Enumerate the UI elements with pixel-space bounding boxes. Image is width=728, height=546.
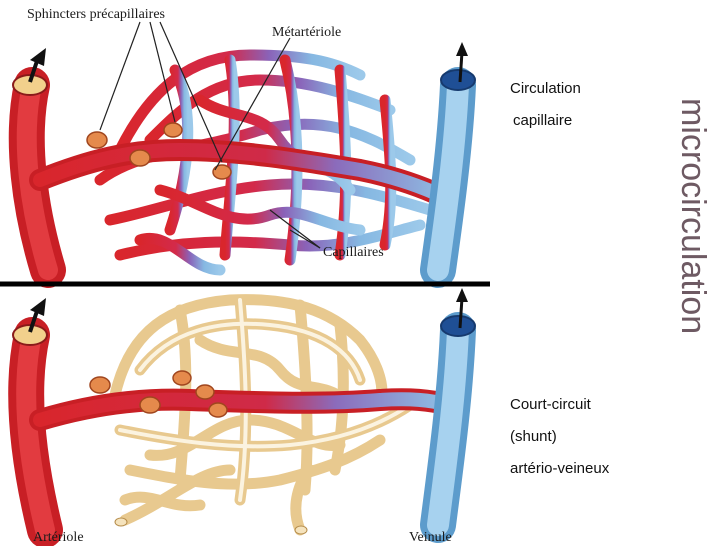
top-venule-opening <box>440 69 476 91</box>
top-panel: Sphincters précapillaires Métartériole C… <box>8 7 476 288</box>
bottom-sphincters <box>89 370 228 418</box>
bottom-venule-opening <box>440 315 476 337</box>
label-capillaires: Capillaires <box>323 245 384 260</box>
label-veinule: Veinule <box>409 530 452 545</box>
bottom-arteriole-opening <box>12 324 48 346</box>
sphincter-4 <box>212 164 232 180</box>
top-venule-arrow <box>456 42 468 83</box>
sphincter-1 <box>89 376 111 394</box>
caption-shunt-line1: Court-circuit <box>510 396 591 413</box>
bottom-arteriole-arrow <box>28 298 46 333</box>
bottom-arteriole <box>8 317 461 546</box>
bottom-panel: Artériole Veinule <box>8 288 476 546</box>
sphincter-4 <box>195 384 215 400</box>
caption-shunt-line3: artério-veineux <box>510 460 610 477</box>
vertical-title: microcirculation <box>674 98 712 335</box>
top-arteriole-arrow <box>28 48 46 83</box>
bottom-capillary-network <box>109 294 416 536</box>
sphincter-3 <box>172 370 192 386</box>
sphincter-2 <box>139 396 161 414</box>
sphincter-1 <box>86 131 108 149</box>
top-arteriole-opening <box>12 74 48 96</box>
sphincter-5 <box>208 402 228 418</box>
top-pointer-lines <box>99 21 321 249</box>
vertical-title-wrap: microcirculation <box>671 98 715 413</box>
label-metarteriole: Métartériole <box>272 25 341 40</box>
caption-shunt-line2: (shunt) <box>510 428 557 445</box>
top-venule <box>420 67 476 288</box>
top-arteriole <box>8 67 461 288</box>
bottom-venule <box>420 312 476 543</box>
top-sphincters <box>86 122 232 180</box>
label-arteriole: Artériole <box>33 530 84 545</box>
bottom-capillary-stubs <box>114 517 308 535</box>
caption-capillary-circulation-line2: capillaire <box>513 112 573 129</box>
sphincter-2 <box>129 149 151 167</box>
caption-capillary-circulation-line1: Circulation <box>510 80 581 97</box>
bottom-venule-arrow <box>456 288 468 329</box>
label-sphincters: Sphincters précapillaires <box>27 7 165 22</box>
sphincter-3 <box>163 122 183 138</box>
